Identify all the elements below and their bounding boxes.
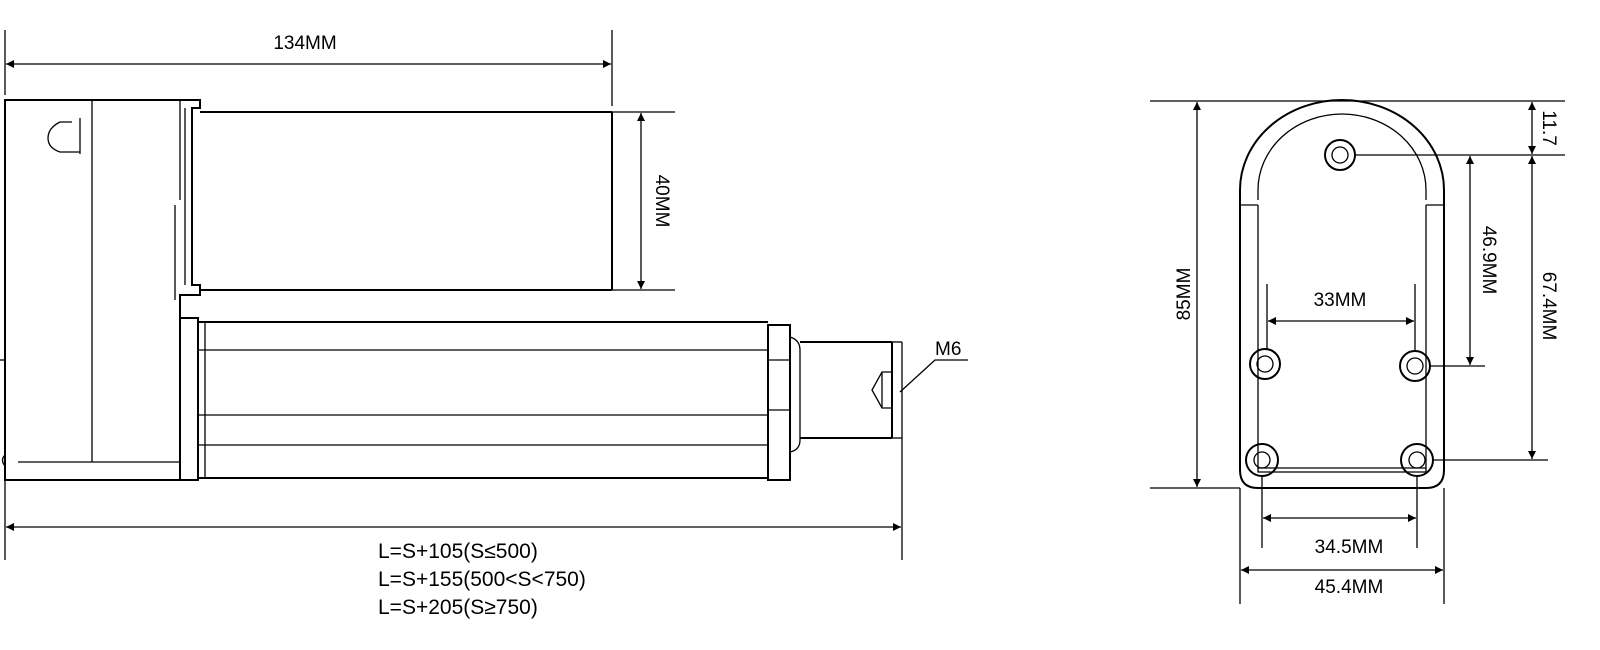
inner-rod xyxy=(800,341,903,439)
dim-134mm: 134MM xyxy=(4,30,613,106)
hole-bottom-right xyxy=(1400,443,1434,477)
dim-length-top-label: 134MM xyxy=(273,33,336,54)
hole-mid-left xyxy=(1249,348,1281,380)
end-view: 85MM 11.7 46.9MM 67.4MM 33MM xyxy=(1150,99,1565,604)
m6-leader: M6 xyxy=(899,339,968,393)
length-formulas: L=S+105(S≤500) L=S+155(500<S<750) L=S+20… xyxy=(378,540,586,619)
mounting-plate xyxy=(1239,99,1445,489)
dim-lower-hole-spacing-label: 34.5MM xyxy=(1315,537,1384,558)
gearbox-housing xyxy=(0,99,201,481)
formula-line-1: L=S+105(S≤500) xyxy=(378,540,538,563)
motor-cylinder xyxy=(200,111,613,291)
hole-top xyxy=(1324,139,1356,171)
dim-top-offset-label: 11.7 xyxy=(1538,110,1559,146)
dim-width-total-label: 45.4MM xyxy=(1315,577,1384,598)
thread-label: M6 xyxy=(935,339,961,360)
dim-33mm: 33MM xyxy=(1266,284,1416,352)
dim-motor-dia-label: 40MM xyxy=(651,175,672,228)
side-view: M6 134MM 40MM L=S+105(S≤500) L=S+155(500… xyxy=(0,30,968,619)
dim-11-7: 11.7 xyxy=(1355,102,1565,156)
dim-overall-length xyxy=(4,438,903,560)
dim-46-9mm: 46.9MM xyxy=(1430,156,1499,367)
dim-height-total-label: 85MM xyxy=(1174,268,1195,321)
hole-bottom-left xyxy=(1245,443,1279,477)
outer-tube xyxy=(179,317,801,481)
dim-67-4mm: 67.4MM xyxy=(1432,156,1559,461)
dim-34-5mm: 34.5MM xyxy=(1261,476,1418,558)
dim-upper-hole-spacing-label: 33MM xyxy=(1314,290,1367,311)
formula-line-3: L=S+205(S≥750) xyxy=(378,596,538,619)
dim-outer-hole-vertical-label: 67.4MM xyxy=(1538,272,1559,341)
dim-40mm: 40MM xyxy=(612,111,675,291)
formula-line-2: L=S+155(500<S<750) xyxy=(378,568,586,591)
dim-hole-spacing-vertical-label: 46.9MM xyxy=(1478,226,1499,295)
dim-45-4mm: 45.4MM xyxy=(1239,488,1445,604)
dim-85mm: 85MM xyxy=(1150,100,1565,489)
